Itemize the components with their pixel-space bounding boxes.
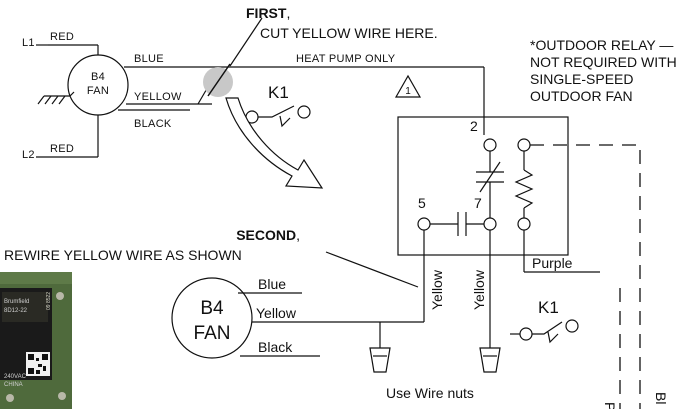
first-instruction: FIRST, CUT YELLOW WIRE HERE. bbox=[246, 5, 438, 41]
dashed-relay-wire bbox=[530, 144, 641, 409]
coil-bottom-terminal bbox=[517, 217, 531, 231]
terminal-2-label: 2 bbox=[470, 118, 478, 134]
k1-top-label: K1 bbox=[268, 83, 289, 102]
black-wire-label: BLACK bbox=[134, 118, 172, 130]
top-fan-motor bbox=[67, 54, 129, 116]
k1-bottom-right-contact bbox=[565, 319, 579, 333]
second-bold: SECOND bbox=[236, 227, 296, 243]
heat-pump-label: HEAT PUMP ONLY bbox=[296, 53, 396, 65]
first-leader-line bbox=[229, 17, 263, 67]
nc-contact-slash bbox=[479, 161, 501, 193]
edge-label-p: P bbox=[602, 402, 618, 409]
top-fan-line1: B4 bbox=[91, 71, 105, 83]
vertical-yellow-2: Yellow bbox=[471, 269, 487, 310]
photo-origin-text: CHINA bbox=[4, 382, 23, 388]
outdoor-relay: 2 7 5 Purple bbox=[397, 67, 600, 273]
photo-voltage-text: 240VAC bbox=[4, 374, 27, 380]
k1-bottom: K1 bbox=[510, 298, 579, 344]
photo-qr-code bbox=[26, 352, 50, 376]
cut-line bbox=[207, 63, 231, 97]
second-comma: , bbox=[296, 227, 300, 243]
l2-label: L2 bbox=[22, 149, 35, 161]
relay-note-line4: OUTDOOR FAN bbox=[530, 88, 633, 104]
relay-box bbox=[397, 116, 569, 256]
k1-bottom-switch-hook bbox=[547, 331, 559, 344]
top-fan-section: L1 RED L2 RED B4 FAN BLUE YELLOW BLACK bbox=[22, 17, 484, 189]
photo-code-text: 09 8522 bbox=[46, 292, 52, 310]
terminal-7-label: 7 bbox=[474, 195, 482, 211]
terminal-2 bbox=[483, 138, 497, 152]
bottom-black-label: Black bbox=[258, 339, 293, 355]
vertical-yellow-1: Yellow bbox=[429, 269, 445, 310]
relay-note-line1: *OUTDOOR RELAY — bbox=[530, 37, 673, 53]
curved-arrow-icon bbox=[225, 97, 324, 189]
terminal-7 bbox=[483, 217, 497, 231]
relay-note-line2: NOT REQUIRED WITH bbox=[530, 54, 677, 70]
k1-bottom-label: K1 bbox=[538, 298, 559, 317]
purple-label: Purple bbox=[532, 255, 573, 271]
ground-icon bbox=[37, 91, 75, 105]
top-fan-line2: FAN bbox=[87, 85, 109, 97]
first-bold: FIRST bbox=[246, 5, 287, 21]
bottom-fan-line2: FAN bbox=[194, 323, 231, 344]
bottom-fan-section: B4 FAN Blue Yellow Black bbox=[171, 276, 380, 359]
second-text: REWIRE YELLOW WIRE AS SHOWN bbox=[4, 247, 242, 263]
yellow-rewire: Yellow Yellow bbox=[379, 230, 491, 348]
photo-brand-text: Brumfield bbox=[4, 299, 29, 305]
coil-resistor bbox=[514, 169, 534, 209]
photo-part-text: 8D12-22 bbox=[4, 308, 28, 314]
wire-nuts-label: Use Wire nuts bbox=[386, 385, 474, 401]
k1-top-right-contact bbox=[297, 105, 311, 119]
second-leader-line bbox=[325, 251, 419, 288]
svg-text:SECOND,: SECOND, bbox=[236, 227, 300, 243]
yellow-wire-label: YELLOW bbox=[134, 91, 182, 103]
l2-wire-label: RED bbox=[50, 143, 74, 155]
first-comma: , bbox=[286, 5, 290, 21]
wire-nut-left-icon bbox=[369, 347, 391, 373]
wire-nut-right-icon bbox=[479, 347, 501, 373]
k1-bottom-switch-arm bbox=[532, 321, 563, 335]
first-text: CUT YELLOW WIRE HERE. bbox=[260, 25, 438, 41]
relay-note: *OUTDOOR RELAY — NOT REQUIRED WITH SINGL… bbox=[530, 37, 677, 104]
terminal-5 bbox=[417, 217, 431, 231]
blue-wire-label: BLUE bbox=[134, 53, 164, 65]
note-triangle-icon: 1 bbox=[394, 74, 422, 98]
bottom-yellow-label: Yellow bbox=[256, 305, 297, 321]
relay-note-line3: SINGLE-SPEED bbox=[530, 71, 633, 87]
second-instruction: SECOND, REWIRE YELLOW WIRE AS SHOWN bbox=[4, 227, 419, 288]
edge-label-bl: Bl bbox=[653, 392, 669, 404]
bottom-fan-motor bbox=[171, 277, 253, 359]
l1-label: L1 bbox=[22, 37, 35, 49]
coil-top-terminal bbox=[517, 138, 531, 152]
svg-text:FIRST,: FIRST, bbox=[246, 5, 290, 21]
relay-photo: Brumfield 8D12-22 09 8522 240VAC CHINA bbox=[0, 272, 72, 409]
k1-top-switch-hook bbox=[279, 115, 291, 128]
terminal-5-label: 5 bbox=[418, 195, 426, 211]
note-triangle-number: 1 bbox=[405, 86, 411, 97]
k1-bottom-left-contact bbox=[519, 327, 533, 341]
k1-top-switch-arm bbox=[258, 105, 295, 118]
bottom-blue-label: Blue bbox=[258, 276, 286, 292]
l1-wire-label: RED bbox=[50, 31, 74, 43]
bottom-fan-line1: B4 bbox=[200, 298, 224, 319]
